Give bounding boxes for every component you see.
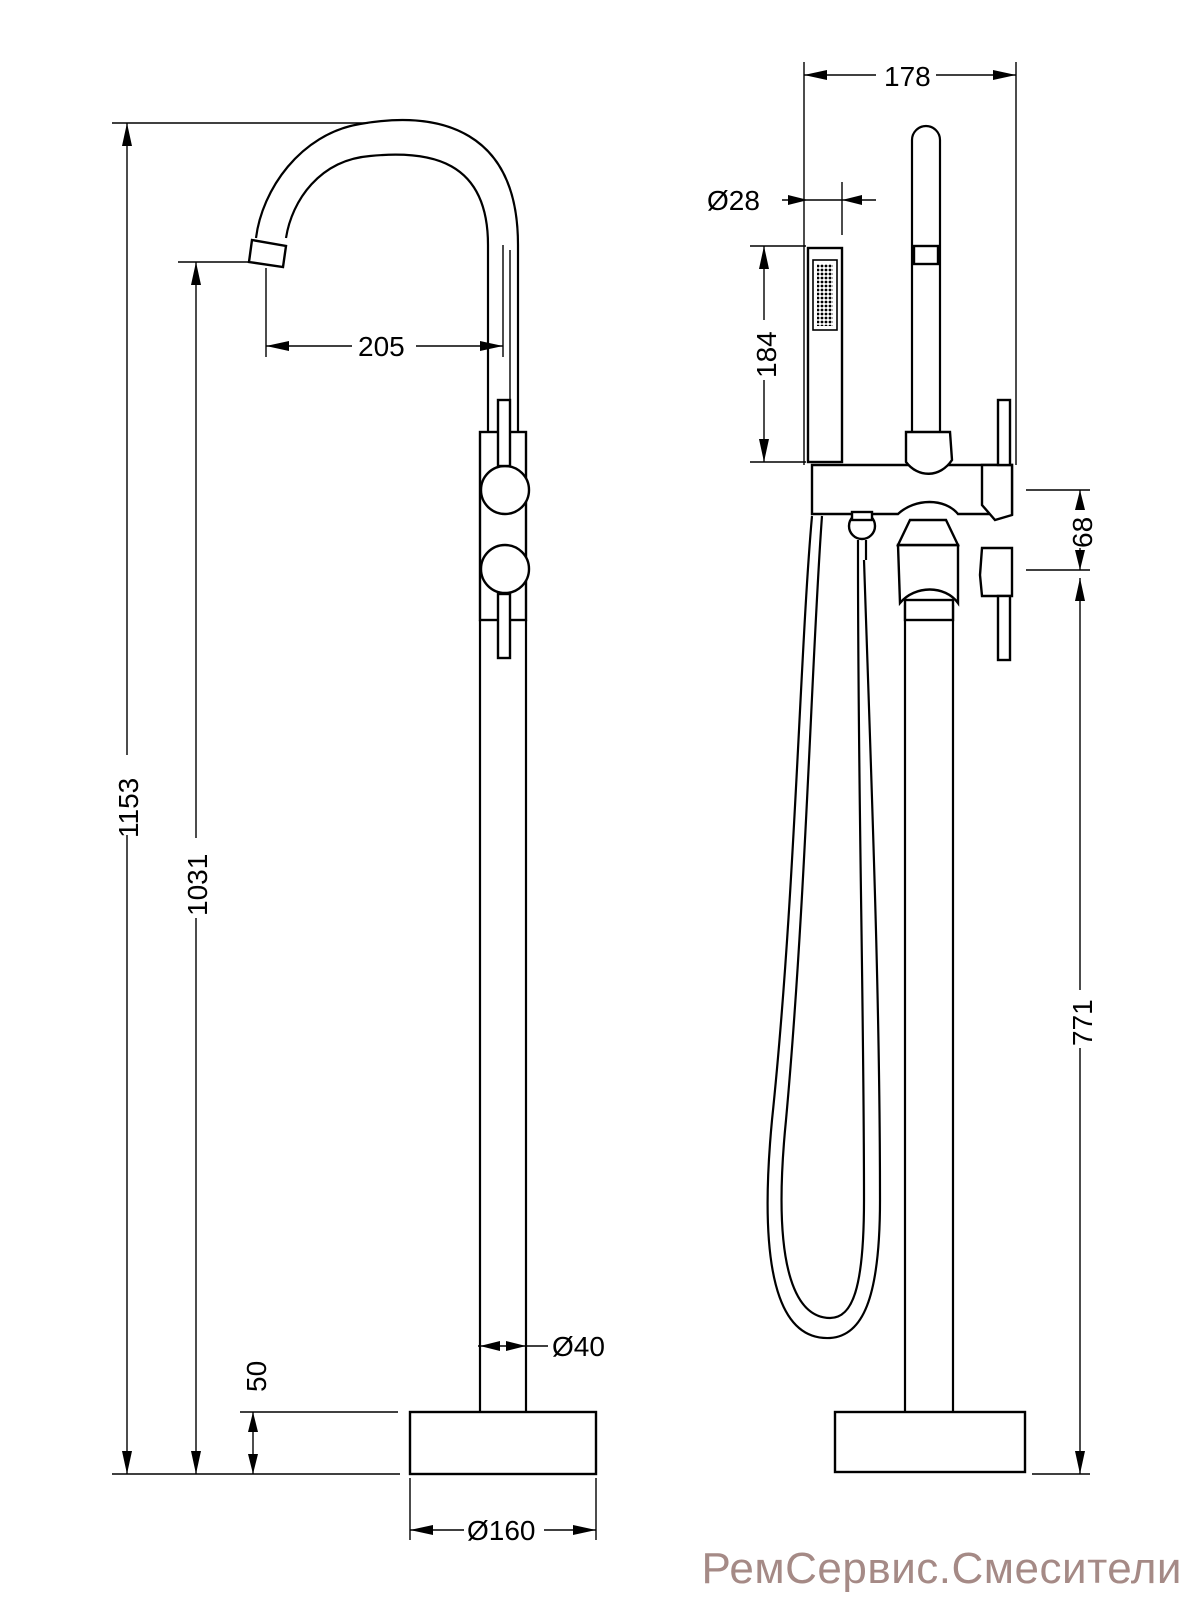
dim-pipe-diameter: Ø40 (552, 1331, 605, 1362)
dim-side-width: 178 (884, 61, 931, 92)
dim-handle-spacing: 68 (1067, 517, 1098, 548)
front-spout-arc (254, 119, 520, 246)
dim-base-diameter: Ø160 (467, 1515, 536, 1546)
side-base (833, 1410, 1027, 1474)
dim-total-height: 1153 (113, 778, 144, 838)
front-handle-upper (479, 464, 531, 516)
dim-holder-height: 771 (1067, 999, 1098, 1046)
side-spout-riser (910, 124, 942, 432)
front-view (247, 119, 598, 1476)
dim-spout-height: 1031 (182, 854, 213, 916)
side-view (766, 124, 1027, 1474)
side-valve-upper (810, 463, 1014, 516)
dim-base-height: 50 (241, 1361, 272, 1392)
dim-spout-reach: 205 (358, 331, 405, 362)
dimension-lines (112, 62, 1090, 1540)
front-spout-nozzle (247, 238, 288, 269)
dimension-labels: 1153 1031 50 205 Ø40 Ø160 178 Ø28 184 68… (110, 60, 1098, 1546)
side-hose (766, 515, 882, 1340)
front-base (408, 1410, 598, 1476)
dim-handshower-diameter: Ø28 (707, 185, 760, 216)
watermark-text: РемСервис.Смесители (701, 1544, 1182, 1593)
front-handle-lower (479, 543, 531, 595)
dim-handshower-length: 184 (751, 331, 782, 378)
side-valve-lower (896, 543, 960, 607)
